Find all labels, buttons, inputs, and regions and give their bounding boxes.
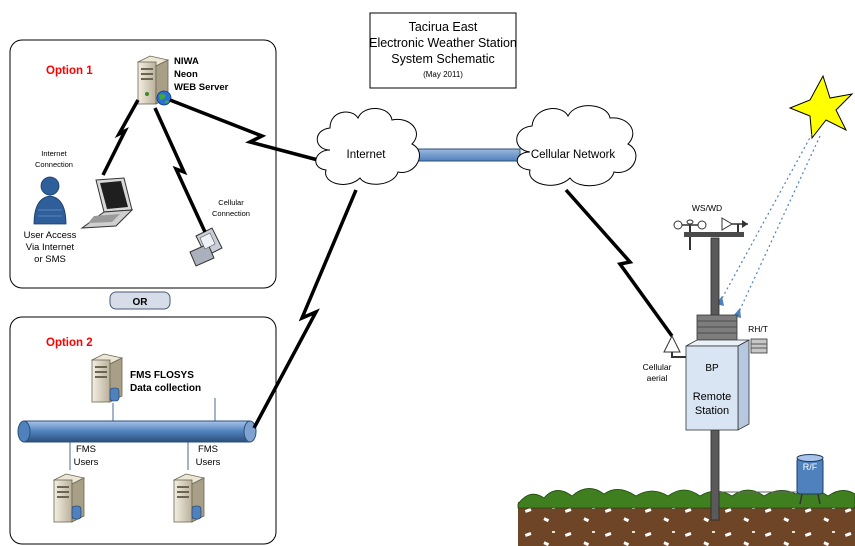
option-2-panel: Option 2 FMS FLOSYS Data collection FMS … — [9, 316, 277, 545]
title-box: Tacirua East Electronic Weather Station … — [369, 12, 517, 89]
users-b-1: FMS — [198, 444, 218, 455]
title-line-3: System Schematic — [391, 52, 495, 66]
fms-title-2: Data collection — [130, 383, 201, 394]
cellular-conn-2: Connection — [212, 209, 250, 218]
internet-conn-1: Internet — [41, 149, 67, 158]
anemometer-icon — [673, 219, 707, 232]
option-1-frame — [9, 39, 277, 289]
title-line-2: Electronic Weather Station — [369, 36, 517, 50]
weather-station: WS/WD RH/T BP Remote Station Cellular a — [643, 203, 824, 521]
cellular-cloud-label: Cellular Network — [531, 149, 616, 161]
lightning-cellular-to-aerial — [564, 188, 674, 338]
option-2-label: Option 2 — [46, 337, 93, 349]
fms-server-icon — [90, 353, 124, 403]
server-name-3: WEB Server — [174, 82, 229, 93]
globe-icon — [156, 90, 172, 106]
lightning-server-to-laptop — [101, 99, 140, 176]
server-name-2: Neon — [174, 69, 198, 80]
internet-conn-2: Connection — [35, 160, 73, 169]
users-a-2: Users — [74, 457, 99, 468]
cellular-cloud-icon — [516, 105, 637, 187]
remote-station-label-2: Station — [695, 405, 729, 417]
sensor-crossbar — [684, 232, 744, 237]
network-link-bar — [409, 148, 521, 162]
remote-station-label-1: Remote — [693, 391, 732, 403]
user-access-1: User Access — [24, 230, 77, 241]
title-frame — [369, 12, 517, 89]
lightning-internet-to-pipe — [252, 189, 358, 429]
cellular-aerial-icon — [663, 334, 686, 358]
fms-title-1: FMS FLOSYS — [130, 370, 194, 381]
user-access-2: Via Internet — [26, 242, 75, 253]
option-1-label: Option 1 — [46, 65, 93, 77]
lightning-server-to-phone — [153, 107, 207, 233]
rf-label: R/F — [803, 462, 818, 472]
sun-icon — [788, 74, 854, 140]
or-label: OR — [133, 297, 149, 308]
title-date: (May 2011) — [423, 70, 463, 79]
lightning-server-to-internet — [169, 98, 319, 162]
niwa-server-icon — [136, 55, 170, 105]
internet-cloud-icon — [315, 108, 420, 185]
users-a-1: FMS — [76, 444, 96, 455]
server-name-1: NIWA — [174, 56, 199, 67]
bp-label: BP — [705, 363, 719, 374]
aerial-label-2: aerial — [647, 373, 668, 383]
fms-user-server-icon — [172, 473, 206, 523]
title-line-1: Tacirua East — [409, 20, 478, 34]
laptop-icon — [80, 177, 134, 229]
internet-cloud-label: Internet — [347, 149, 387, 161]
wind-vane-icon — [721, 217, 748, 232]
ws-wd-label: WS/WD — [692, 203, 722, 213]
rh-t-label: RH/T — [748, 324, 768, 334]
users-b-2: Users — [196, 457, 221, 468]
remote-station-box — [685, 339, 750, 431]
rain-gauge-icon — [796, 454, 824, 505]
aerial-label-1: Cellular — [643, 362, 672, 372]
mobile-phone-icon — [189, 227, 223, 267]
cellular-conn-1: Cellular — [218, 198, 244, 207]
user-icon — [33, 176, 67, 225]
or-badge: OR — [109, 291, 171, 310]
ground — [517, 488, 855, 546]
fms-user-server-icon — [52, 473, 86, 523]
sun-ray — [719, 133, 813, 303]
rh-t-sensor-icon — [750, 338, 768, 354]
sun-ray — [737, 135, 821, 315]
user-access-3: or SMS — [34, 254, 66, 265]
option-1-panel: Option 1 NIWA Neon WEB Server — [9, 39, 277, 289]
soil — [518, 502, 855, 546]
